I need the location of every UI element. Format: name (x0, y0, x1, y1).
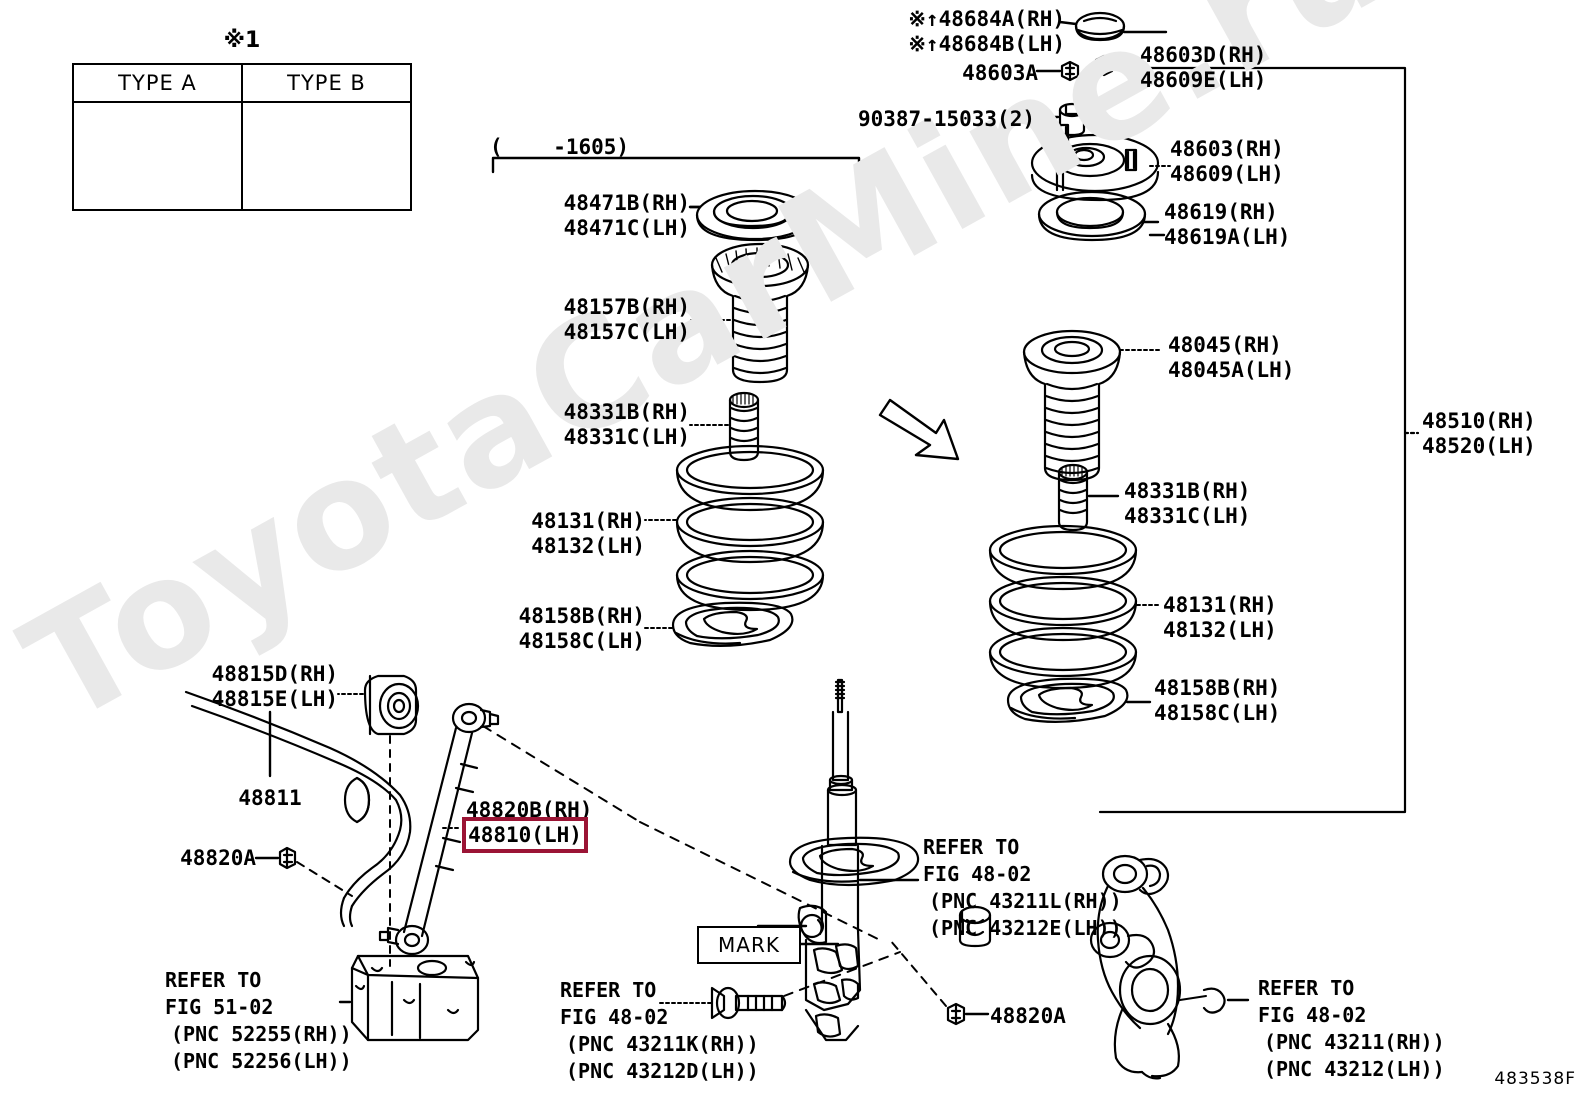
label-48609: 48609(LH) (1170, 162, 1284, 186)
part-48045-boot (1022, 329, 1161, 482)
label-48820a-left: 48820A (180, 846, 256, 870)
refer-fig48-02-center-line1: REFER TO (560, 978, 657, 1002)
refer-fig51-02-line1: REFER TO (165, 968, 262, 992)
label-48131-right: 48131(RH) (1163, 593, 1277, 617)
refer-fig48-02-mid-line1: REFER TO (923, 835, 1020, 859)
label-48331b-center: 48331B(RH) (563, 400, 690, 424)
note-marker-star1: ※1 (223, 28, 261, 53)
part-48820a-nut-left (254, 846, 353, 897)
part-steering-knuckle (1089, 854, 1250, 1080)
part-48131-coil-spring-center (644, 444, 825, 612)
label-48158b-right: 48158B(RH) (1154, 676, 1281, 700)
label-48609e: 48609E(LH) (1140, 68, 1267, 92)
label-48603d: 48603D(RH) (1140, 43, 1267, 67)
label-48132-center: 48132(LH) (531, 534, 645, 558)
refer-fig48-02-right-line2: FIG 48-02 (1258, 1003, 1367, 1027)
part-48603a-nut (1035, 60, 1080, 82)
label-48157b: 48157B(RH) (563, 295, 690, 319)
highlight-box-48810[interactable] (462, 817, 588, 853)
label-48158c-center: 48158C(LH) (518, 629, 645, 653)
mark-callout-box: MARK (697, 926, 801, 964)
leader-lines (688, 30, 1168, 237)
label-48520: 48520(LH) (1422, 434, 1536, 458)
part-48820a-nut-right (889, 939, 990, 1026)
refer-fig51-02-line4: (PNC 52256(LH)) (171, 1049, 352, 1073)
refer-fig48-02-center-line2: FIG 48-02 (560, 1005, 669, 1029)
label-48619a: 48619A(LH) (1164, 225, 1291, 249)
refer-fig48-02-center-line3: (PNC 43211K(RH)) (566, 1032, 759, 1056)
part-48158-seat-center (644, 601, 794, 647)
label-48045: 48045(RH) (1168, 333, 1282, 357)
label-48603a: 48603A (962, 61, 1038, 85)
label-48603: 48603(RH) (1170, 137, 1284, 161)
label-48157c: 48157C(LH) (563, 320, 690, 344)
part-48810-stabilizer-link (378, 702, 881, 956)
direction-arrow (878, 398, 960, 461)
refer-fig48-02-right-line3: (PNC 43211(RH)) (1264, 1030, 1445, 1054)
refer-fig48-02-mid-line3: (PNC 43211L(RH)) (929, 889, 1122, 913)
label-date-range: ( -1605) (490, 135, 630, 159)
label-48815e: 48815E(LH) (211, 687, 338, 711)
refer-fig48-02-right-line1: REFER TO (1258, 976, 1355, 1000)
part-48331-bumpstop-center (689, 391, 760, 462)
label-48158b-center: 48158B(RH) (518, 604, 645, 628)
part-strut-shock-absorber (756, 678, 920, 1042)
label-48045a: 48045A(LH) (1168, 358, 1295, 382)
part-48619-seal (1037, 190, 1160, 242)
label-48331c-center: 48331C(LH) (563, 425, 690, 449)
date-range-bracket (491, 156, 861, 174)
part-48603-support (1030, 123, 1171, 202)
refer-fig48-02-mid-line4: (PNC 43212E(LH)) (929, 916, 1122, 940)
label-48619: 48619(RH) (1164, 200, 1278, 224)
part-48331-bumpstop-right (1057, 463, 1120, 532)
part-48157-boot (689, 242, 810, 384)
label-90387: 90387-15033(2) (857, 107, 1035, 131)
label-48815d: 48815D(RH) (211, 662, 338, 686)
figure-id: 483538F (1494, 1069, 1576, 1089)
label-48471c: 48471C(LH) (563, 216, 690, 240)
label-48132-right: 48132(LH) (1163, 618, 1277, 642)
type-b-header: TYPE B (287, 71, 366, 95)
type-table-header-row: TYPE A TYPE B (74, 65, 410, 103)
label-48810-highlighted: 48810(LH) (468, 823, 582, 847)
part-48471-bearing (688, 189, 815, 242)
part-48603d-nut (1094, 54, 1137, 77)
type-a-header: TYPE A (74, 65, 243, 101)
type-comparison-table: TYPE A TYPE B (72, 63, 412, 211)
label-48811: 48811 (238, 786, 302, 810)
type-a-illustration-cell (74, 103, 243, 209)
part-bolt-fig48-02 (659, 951, 901, 1020)
assembly-bracket-48510 (1098, 66, 1420, 814)
label-48331b-right: 48331B(RH) (1124, 479, 1251, 503)
part-48158-seat-right (1006, 677, 1152, 723)
label-48158c-right: 48158C(LH) (1154, 701, 1281, 725)
part-48131-coil-spring-right (988, 524, 1161, 690)
label-48684b: ※↑48684B(LH) (908, 32, 1065, 56)
label-48684a: ※↑48684A(RH) (908, 7, 1065, 31)
refer-fig48-02-center-line4: (PNC 43212D(LH)) (566, 1059, 759, 1083)
refer-fig48-02-right-line4: (PNC 43212(LH)) (1264, 1057, 1445, 1081)
label-48820a-right: 48820A (990, 1004, 1066, 1028)
type-table-body-row (74, 103, 410, 209)
part-collar-bushing (958, 905, 992, 948)
label-48331c-right: 48331C(LH) (1124, 504, 1251, 528)
refer-fig51-02-line2: FIG 51-02 (165, 995, 274, 1019)
part-48815-bushing (337, 674, 420, 967)
refer-fig51-02-line3: (PNC 52255(RH)) (171, 1022, 352, 1046)
label-48131-center: 48131(RH) (531, 509, 645, 533)
part-48811-stabilizer-bar (184, 690, 412, 928)
part-48684-cap (1058, 11, 1126, 42)
label-48510: 48510(RH) (1422, 409, 1536, 433)
label-48471b: 48471B(RH) (563, 191, 690, 215)
type-b-illustration-cell (243, 103, 410, 209)
refer-fig48-02-mid-line2: FIG 48-02 (923, 862, 1032, 886)
part-lower-bracket (338, 954, 480, 1042)
